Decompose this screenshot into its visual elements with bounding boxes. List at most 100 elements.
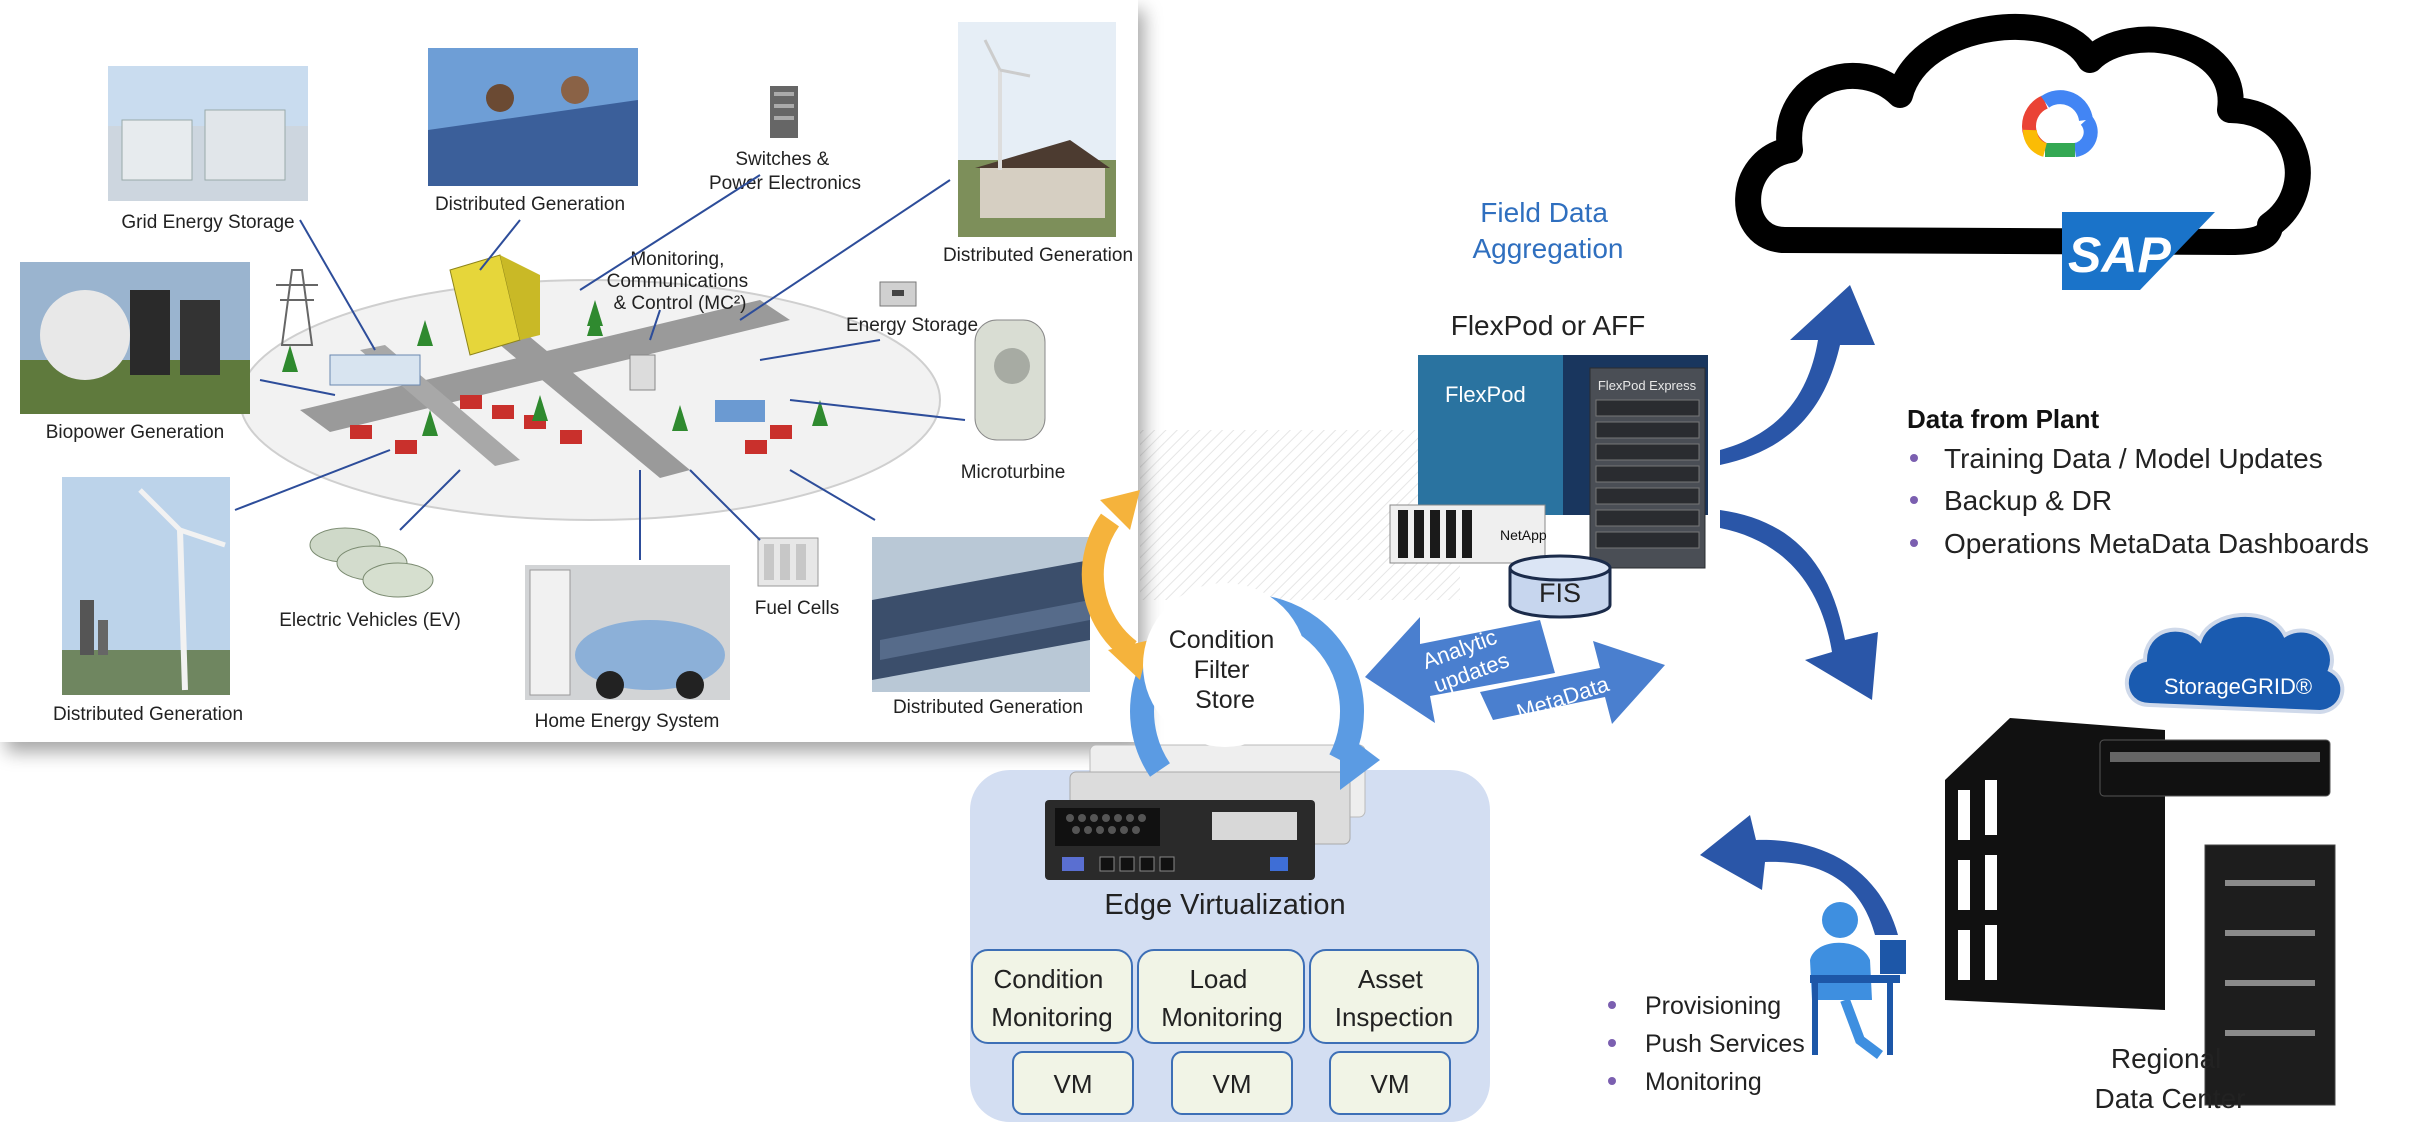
transmission-tower <box>276 269 318 346</box>
app-name-asset-line1: Asset <box>1358 964 1424 994</box>
plant-heading: Data from Plant <box>1907 404 2099 434</box>
edge-title: Edge Virtualization <box>1104 889 1345 921</box>
vm-app-asset-inspection[interactable]: Asset Inspection VM <box>1309 949 1479 1115</box>
datacenter-label-line1: Regional <box>2111 1043 2222 1074</box>
cycle-text-line3: Store <box>1195 686 1255 714</box>
app-name-condition: Condition Monitoring <box>991 964 1112 1032</box>
orange-arrowhead-bottom <box>1108 640 1150 680</box>
vm-app-load-monitoring[interactable]: Load Monitoring VM <box>1137 949 1305 1115</box>
fis-label: FIS <box>1539 578 1581 608</box>
label-distributed-generation-top: Distributed Generation <box>435 194 625 215</box>
label-switches: Switches & Power Electronics <box>709 149 861 194</box>
flexpod-device: FlexPod FlexPod Express NetApp <box>1389 355 1708 569</box>
plant-item-2: Operations MetaData Dashboards <box>1944 528 2369 559</box>
label-grid-energy-storage: Grid Energy Storage <box>121 212 294 233</box>
photo-fuel-cells <box>757 537 819 587</box>
edge-server <box>1045 800 1315 880</box>
storagegrid-appliance <box>2099 739 2331 797</box>
orange-arrow-arc <box>1081 513 1137 659</box>
control-house <box>629 354 656 391</box>
arrow-provisioning <box>1700 815 1898 935</box>
cloud <box>1735 13 2311 255</box>
plant-bullet-1 <box>1910 496 1918 504</box>
aggregation-title: Field Data Aggregation <box>1472 197 1623 264</box>
field-data-aggregation: Field Data Aggregation FlexPod or AFF Fl… <box>1389 197 1708 619</box>
photo-home-energy <box>525 565 730 700</box>
substation-block <box>329 354 421 386</box>
orange-arrowhead-top <box>1100 490 1140 530</box>
flexpod-brand: FlexPod <box>1445 382 1526 407</box>
photo-switches <box>770 86 798 138</box>
label-switches-line1: Switches & <box>735 149 829 170</box>
label-monitoring-line2: Communications <box>607 271 749 292</box>
google-cloud-icon <box>2022 90 2098 157</box>
service-bullet-0 <box>1608 1001 1616 1009</box>
label-biopower: Biopower Generation <box>46 422 225 443</box>
datacenter-label-line2: Data Center <box>2095 1083 2246 1114</box>
app-name-condition-line1: Condition <box>993 964 1103 994</box>
smart-grid-panel: Grid Energy Storage Distributed Generati… <box>0 0 1138 742</box>
photo-energy-storage <box>879 281 917 307</box>
label-monitoring-line1: Monitoring, <box>630 249 724 270</box>
flexpod-drive-bays <box>1595 399 1700 549</box>
app-name-condition-line2: Monitoring <box>991 1002 1112 1032</box>
admin-person-icon <box>1810 902 1906 1059</box>
photo-grid-energy-storage <box>108 66 308 201</box>
label-monitoring: Monitoring, Communications & Control (MC… <box>607 249 754 314</box>
datacenter-label: Regional Data Center <box>2095 1043 2246 1114</box>
label-electric-vehicles: Electric Vehicles (EV) <box>279 610 461 631</box>
sap-logo: SAP <box>2062 212 2215 290</box>
aggregation-title-line2: Aggregation <box>1472 233 1623 264</box>
label-switches-line2: Power Electronics <box>709 173 861 194</box>
netapp-label: NetApp <box>1500 527 1547 543</box>
photo-solar-installers <box>428 48 638 186</box>
photo-solar-carport <box>872 537 1090 692</box>
app-name-load: Load Monitoring <box>1161 964 1282 1032</box>
regional-data-center: StorageGRID® Regional Data Center Provis… <box>1608 613 2345 1114</box>
rack-panels <box>2225 880 2315 1036</box>
cycle-arrowhead <box>1340 730 1380 790</box>
app-name-load-line2: Monitoring <box>1161 1002 1282 1032</box>
cycle-text-line2: Filter <box>1194 656 1250 684</box>
blue-building <box>715 400 765 422</box>
vm-app-condition-monitoring[interactable]: Condition Monitoring VM <box>971 949 1134 1115</box>
flexpod-express-label: FlexPod Express <box>1598 378 1697 393</box>
cycle-text: Condition Filter Store <box>1169 626 1282 714</box>
app-name-asset-line2: Inspection <box>1335 1002 1454 1032</box>
label-distributed-generation-bottom: Distributed Generation <box>893 697 1083 718</box>
plant-item-1: Backup & DR <box>1944 485 2112 516</box>
yellow-tower-side <box>500 255 540 340</box>
photo-electric-vehicles <box>309 527 434 598</box>
storagegrid-label: StorageGRID® <box>2164 674 2312 699</box>
label-fuel-cells: Fuel Cells <box>755 598 839 619</box>
netapp-drive-slots <box>1398 510 1472 558</box>
cloud-outline <box>1735 13 2311 255</box>
label-monitoring-line3: & Control (MC²) <box>613 293 746 314</box>
edge-virtualization-panel: Condition Filter Store Edge Virtualizati… <box>970 490 1490 1122</box>
label-distributed-generation-left: Distributed Generation <box>53 704 243 725</box>
cycle-text-line1: Condition <box>1169 626 1275 654</box>
arrow-to-datacenter <box>1720 510 1878 700</box>
label-home-energy: Home Energy System <box>535 711 720 732</box>
photo-wind-house <box>958 22 1116 237</box>
building-windows <box>1958 780 1997 980</box>
photo-microturbine <box>974 319 1046 441</box>
fis-cylinder: FIS <box>1508 554 1612 619</box>
label-distributed-generation-right: Distributed Generation <box>943 245 1133 266</box>
arrow-to-cloud <box>1720 285 1875 465</box>
aggregation-title-line1: Field Data <box>1480 197 1608 228</box>
trees <box>282 300 828 436</box>
service-item-0: Provisioning <box>1645 992 1781 1020</box>
sap-text: SAP <box>2068 227 2171 283</box>
label-energy-storage: Energy Storage <box>846 315 978 336</box>
label-microturbine: Microturbine <box>961 462 1066 483</box>
road-cross <box>470 312 690 478</box>
service-item-1: Push Services <box>1645 1030 1805 1058</box>
plant-bullet-2 <box>1910 539 1918 547</box>
plant-bullet-0 <box>1910 454 1918 462</box>
service-bullet-2 <box>1608 1077 1616 1085</box>
service-bullet-1 <box>1608 1039 1616 1047</box>
plant-item-0: Training Data / Model Updates <box>1944 443 2323 474</box>
storagegrid-cloud <box>2124 613 2345 715</box>
